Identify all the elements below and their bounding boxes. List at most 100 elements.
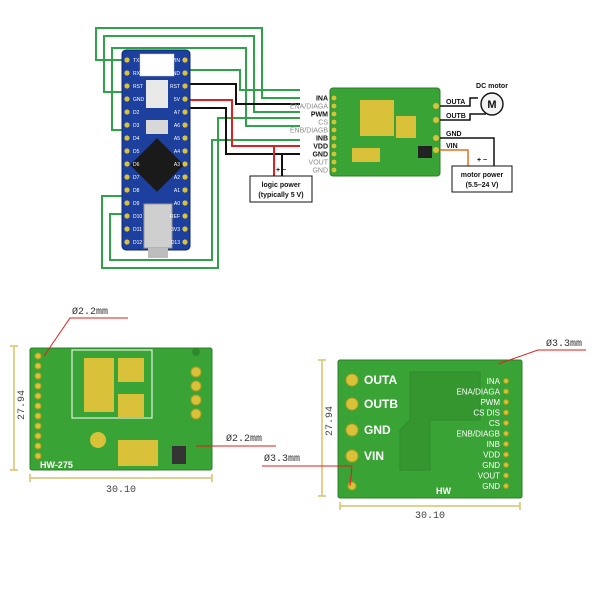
nano-pin-pad — [182, 109, 188, 115]
nano-pin-pad — [124, 213, 130, 219]
driver-pin-pad — [331, 167, 337, 173]
front-left-pad — [34, 372, 42, 380]
motor-power-line2: (5.5–24 V) — [466, 182, 499, 189]
logic-power-polarity: + − — [276, 167, 286, 174]
nano-pin-label: 3V3 — [171, 227, 180, 233]
nano-pin-label: D6 — [133, 162, 140, 168]
nano-pin-pad — [182, 174, 188, 180]
nano-pin-pad — [124, 96, 130, 102]
back-right-pads — [503, 378, 509, 489]
nano-pin-label: A2 — [174, 175, 180, 181]
back-small-label: INA — [487, 377, 501, 386]
back-small-pad — [503, 378, 509, 384]
nano-pin-pad — [182, 213, 188, 219]
nano-pin-label: A3 — [174, 162, 180, 168]
nano-pin-label: RST — [170, 84, 180, 90]
front-board-drawing: 27.94 30.10 HW-275 Ø2.2mm Ø2.2mm — [10, 306, 276, 496]
back-small-label: INB — [487, 440, 500, 449]
back-small-label: GND — [482, 482, 500, 491]
motor-power-polarity: + − — [477, 157, 487, 164]
front-callouts — [43, 317, 276, 447]
driver-pin-labels: INAENA/DIAGAPWMCSENB/DIAGBINBVDDGNDVOUTG… — [290, 96, 329, 175]
nano-pin-label: GND — [169, 71, 181, 77]
driver-output-label: OUTB — [446, 113, 466, 120]
back-silk: HW — [436, 486, 451, 496]
nano-pin-pad — [124, 161, 130, 167]
front-hole-note-top: Ø2.2mm — [72, 306, 108, 318]
motor-power-box: + − motor power (5.5–24 V) — [451, 157, 513, 193]
front-dimensions — [10, 345, 213, 482]
green-wires — [95, 27, 300, 269]
back-small-pad — [503, 462, 509, 468]
front-hole-note-right: Ø2.2mm — [226, 433, 262, 445]
motor-symbol: M — [487, 99, 496, 111]
front-dim-height: 27.94 — [17, 390, 28, 420]
nano-pin-pad — [124, 174, 130, 180]
back-small-pad — [503, 420, 509, 426]
driver-output-pad — [433, 147, 439, 153]
nano-pin-label: D2 — [133, 110, 140, 116]
driver-pin-label: GND — [312, 152, 328, 159]
nano-pin-label: A6 — [174, 123, 180, 129]
driver-pin-label: ENB/DIAGB — [290, 128, 328, 135]
nano-pin-label: A0 — [174, 201, 180, 207]
back-small-pad — [503, 472, 509, 479]
nano-pin-pad — [124, 200, 130, 206]
nano-pin-pad — [124, 109, 130, 115]
driver-pin-label: VOUT — [309, 160, 329, 167]
driver-pin-pad — [331, 95, 337, 101]
front-left-pad — [34, 352, 42, 360]
logic-power-line1: logic power — [262, 182, 301, 189]
nano-pin-label: D5 — [133, 149, 140, 155]
back-dim-width: 30.10 — [415, 511, 445, 522]
back-mount-hole — [347, 481, 357, 491]
driver-pin-label: INA — [316, 96, 328, 103]
front-left-pad — [34, 452, 42, 460]
nano-pin-label: A5 — [174, 136, 180, 142]
nano-pin-label: VIN — [172, 58, 181, 64]
nano-pin-label: A4 — [174, 149, 180, 155]
nano-pin-label: D9 — [133, 201, 140, 207]
nano-pin-pad — [182, 187, 188, 193]
front-right-pad — [190, 380, 202, 392]
nano-pin-label: D11 — [133, 227, 142, 233]
nano-pin-label: A1 — [174, 188, 180, 194]
back-big-pad — [345, 397, 359, 411]
driver-pin-pad — [331, 111, 337, 117]
power-wires — [186, 83, 300, 176]
driver-output-pad — [433, 117, 439, 123]
front-left-pad — [34, 362, 42, 370]
back-small-pad — [503, 388, 509, 395]
front-left-pad — [34, 392, 42, 400]
driver-pin-pad — [331, 151, 337, 157]
nano-pin-pad — [182, 148, 188, 154]
logic-power-line2: (typically 5 V) — [258, 192, 303, 199]
nano-pin-label: 5V — [174, 97, 181, 103]
back-hole-note-top: Ø3.3mm — [546, 338, 582, 350]
back-small-pad — [503, 399, 509, 405]
driver-pin-pad — [331, 143, 337, 149]
nano-pin-label: TX1 — [133, 58, 142, 64]
back-small-pad — [503, 441, 509, 447]
driver-pin-label: ENA/DIAGA — [290, 104, 328, 111]
driver-pin-pad — [331, 159, 337, 165]
nano-pin-label: GND — [133, 97, 145, 103]
nano-pin-label: D10 — [133, 214, 142, 220]
nano-pin-pad — [182, 57, 188, 63]
back-small-label: GND — [482, 461, 500, 470]
back-small-label: PWM — [480, 398, 500, 407]
front-left-pad — [34, 402, 42, 410]
driver-pin-pad — [331, 119, 337, 125]
nano-pin-pad — [182, 200, 188, 206]
motor-power-line1: motor power — [461, 172, 504, 179]
nano-pin-pad — [124, 70, 130, 76]
front-left-pad — [34, 412, 42, 420]
back-left-pads — [345, 373, 359, 491]
back-hole-note-left: Ø3.3mm — [264, 453, 300, 465]
